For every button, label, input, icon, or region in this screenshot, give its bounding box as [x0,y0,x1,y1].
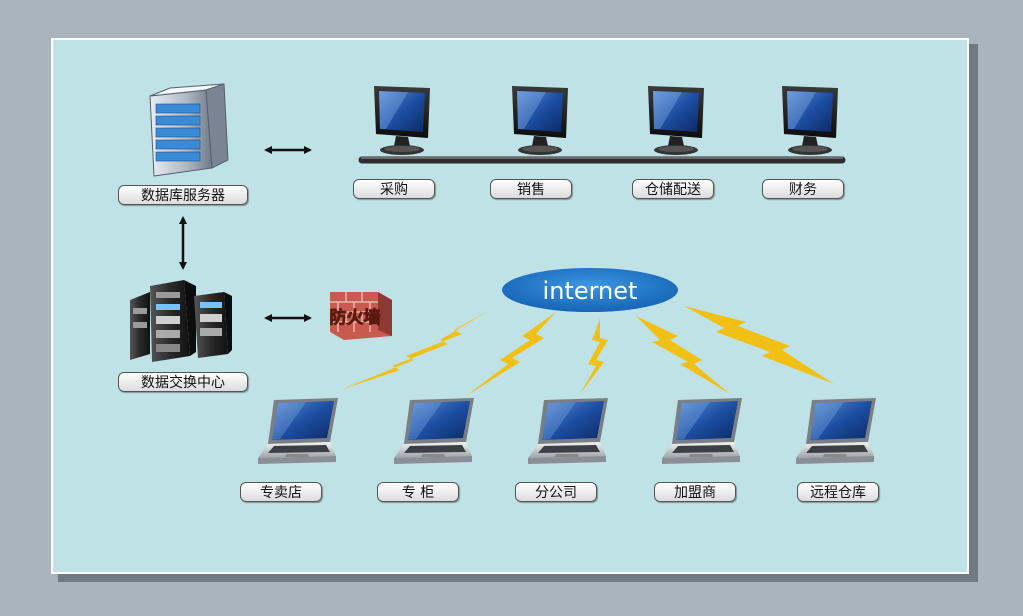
internet-cloud: internet [502,268,678,312]
remote-node-label: 加盟商 [654,482,736,502]
laptop-icon [662,398,742,464]
database-server-label: 数据库服务器 [118,185,248,205]
monitor-icon [374,86,430,155]
lightning-icon [466,312,556,396]
laptop-icon [394,398,474,464]
lan-node-label: 财务 [762,179,844,199]
monitor-icon [648,86,704,155]
internet-label: internet [543,277,638,305]
lan-node-label: 销售 [490,179,572,199]
lan-node-label: 仓储配送 [632,179,714,199]
remote-node-label: 分公司 [515,482,597,502]
exchange-center-label: 数据交换中心 [118,372,248,392]
database-server-icon [149,83,229,177]
monitor-icon [782,86,838,155]
lightning-icon [580,318,608,394]
firewall-text: 防火墙 [330,307,381,328]
laptop-icon [528,398,608,464]
lightning-icon [684,306,834,384]
lightning-icon [636,316,730,394]
firewall-icon: 防火墙 [329,292,392,340]
lan-node-label: 采购 [353,179,435,199]
laptop-icon [258,398,338,464]
monitor-icon [512,86,568,155]
lightning-bolts [340,306,834,396]
remote-node-label: 专卖店 [240,482,322,502]
exchange-center-icon [130,280,232,362]
laptop-icon [796,398,876,464]
remote-node-label: 远程仓库 [797,482,879,502]
remote-node-label: 专 柜 [377,482,459,502]
